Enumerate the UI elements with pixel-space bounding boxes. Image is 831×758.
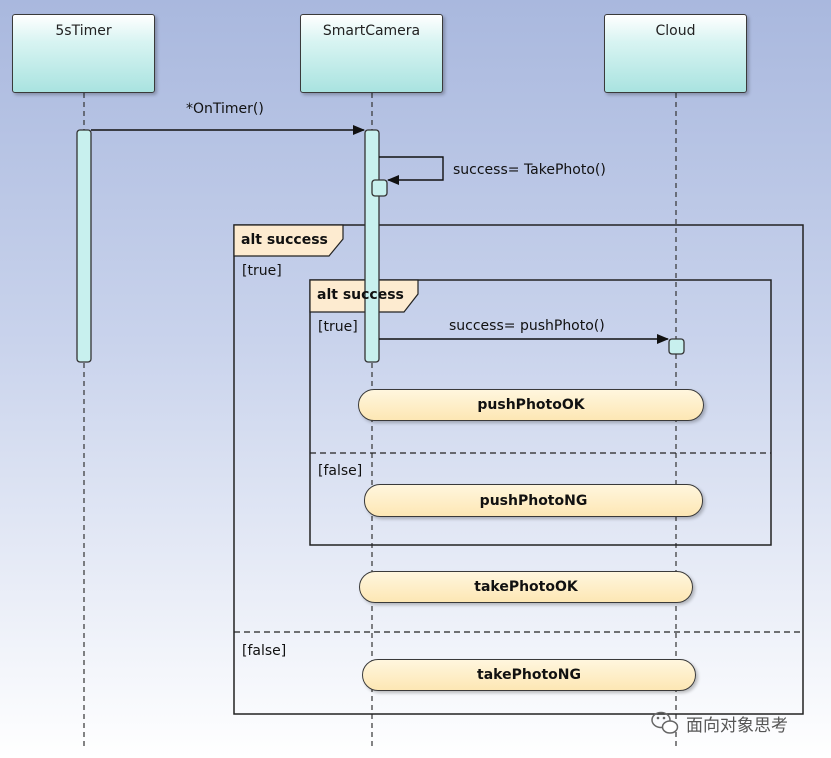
activation-5stimer (76, 129, 92, 363)
lifeline-smartcamera-name: SmartCamera (322, 23, 421, 39)
wechat-icon (651, 711, 679, 734)
lifeline-cloud-head: Cloud (604, 14, 747, 93)
watermark-text: 面向对象思考 (686, 716, 788, 736)
outer-alt-guard-false: [false] (242, 643, 287, 659)
outer-alt-label-tab (233, 224, 344, 257)
message-pushphoto-label: success= pushPhoto() (449, 318, 605, 334)
state-pushphotong: pushPhotoNG (364, 484, 703, 517)
state-pushphotook: pushPhotoOK (358, 389, 704, 421)
inner-alt-guard-false: [false] (318, 463, 363, 479)
inner-alt-guard-true: [true] (318, 319, 358, 335)
activation-cloud (668, 338, 685, 355)
state-takephotong: takePhotoNG (362, 659, 696, 691)
outer-alt-frame (233, 224, 804, 715)
inner-alt-label-tab (309, 279, 419, 313)
outer-alt-label: alt success (241, 232, 328, 248)
lifeline-5stimer-name: 5sTimer (55, 23, 112, 39)
activation-smartcamera (364, 129, 380, 363)
outer-alt-guard-true: [true] (242, 263, 282, 279)
message-ontimer-label: *OnTimer() (186, 101, 264, 117)
message-takephoto-arrow (379, 156, 444, 185)
state-takephotook: takePhotoOK (359, 571, 693, 603)
lifeline-5stimer-head: 5sTimer (12, 14, 155, 93)
inner-alt-frame (309, 279, 772, 546)
lifeline-cloud-name: Cloud (655, 23, 696, 39)
activation-smartcamera-self (371, 179, 388, 197)
inner-alt-label: alt success (317, 287, 404, 303)
lifeline-smartcamera-head: SmartCamera (300, 14, 443, 93)
message-takephoto-label: success= TakePhoto() (453, 162, 606, 178)
